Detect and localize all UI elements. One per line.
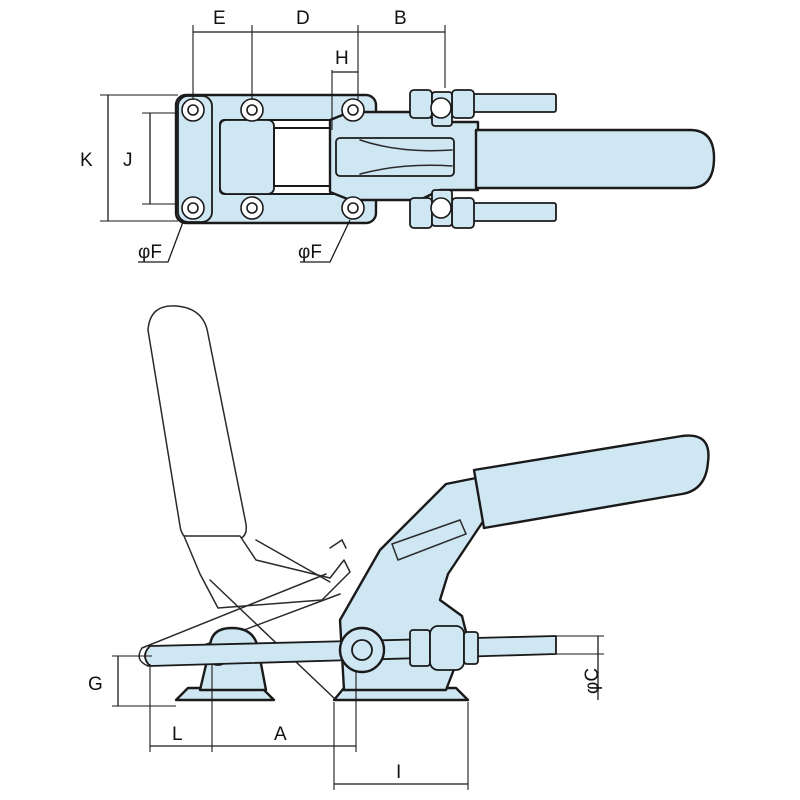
nut-upper-2 [451, 89, 475, 119]
dim-label-d: D [296, 8, 310, 29]
dim-label-k: K [80, 150, 93, 171]
ghost-link-upper [255, 539, 331, 583]
hole-nut-bottom [430, 197, 452, 219]
ghost-link-lower [209, 579, 337, 701]
top-view-dimensions [100, 25, 446, 263]
dim-label-l: L [172, 724, 183, 745]
rod-nut-2 [429, 625, 465, 671]
dim-label-c: φC [582, 668, 603, 694]
ghost-rod-end [138, 647, 149, 667]
hole-bottom-right-inner [347, 202, 359, 214]
dim-label-f-left: φF [138, 242, 162, 263]
frame-block [219, 119, 275, 195]
nut-lower-1 [409, 197, 433, 229]
rod-nut-3 [463, 631, 479, 665]
hole-top-left-inner [187, 104, 199, 116]
dim-label-h: H [335, 48, 349, 69]
dim-label-j: J [123, 150, 133, 171]
hole-bottom-mid-inner [246, 202, 258, 214]
top-view [174, 89, 716, 229]
nut-upper-1 [409, 89, 433, 119]
housing-detail-2 [359, 164, 453, 175]
rod-lower [469, 202, 557, 222]
side-view-dimensions [112, 635, 604, 790]
dim-label-f-right: φF [298, 242, 322, 263]
ghost-arm [183, 535, 351, 609]
nut-lower-2 [451, 197, 475, 229]
hole-top-right-inner [347, 104, 359, 116]
hole-pad-left [177, 95, 213, 223]
dim-label-a: A [274, 724, 287, 745]
rod-upper [469, 93, 557, 113]
housing-core [335, 137, 455, 177]
hole-top-mid-inner [246, 104, 258, 116]
ghost-handle [147, 305, 248, 541]
dim-label-b: B [394, 8, 407, 29]
main-pivot-inner [351, 639, 373, 661]
rod-nut-1 [409, 629, 431, 667]
housing-detail [359, 139, 453, 152]
body-slot [391, 519, 467, 561]
dim-label-g: G [88, 674, 103, 695]
handle-grip-top [474, 128, 716, 190]
dim-label-i: I [396, 762, 401, 783]
ghost-rod-upper [141, 573, 327, 649]
frame-slot [273, 127, 331, 187]
hole-bottom-left-inner [187, 202, 199, 214]
ghost-curve [329, 538, 347, 549]
side-view [138, 305, 710, 702]
handle-grip-side [472, 434, 710, 530]
hole-nut-top [430, 97, 452, 119]
dim-label-e: E [213, 8, 226, 29]
